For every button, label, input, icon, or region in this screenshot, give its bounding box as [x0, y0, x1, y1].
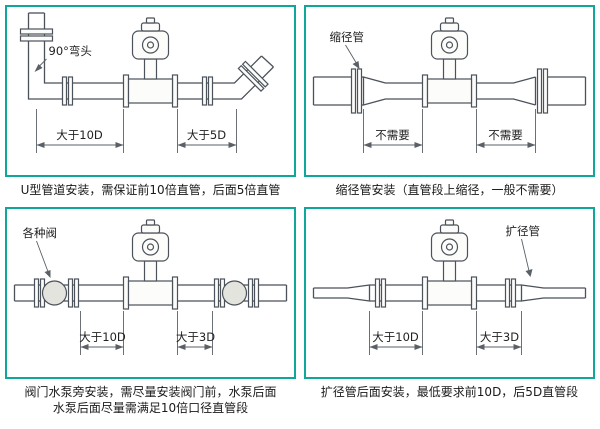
flange-pair	[504, 278, 517, 308]
flange-pair	[201, 76, 214, 106]
caption-line: 阀门水泵旁安装，需尽量安装阀门前，水泵后面	[24, 385, 277, 400]
panel-caption: 扩径管后面安装，最低要求前10D，后5D直管段	[306, 384, 593, 400]
callout-label: 各种阀	[23, 226, 58, 240]
flange-pair	[19, 28, 54, 42]
flange-pair	[237, 60, 269, 92]
panel-reducer: 缩径管 不需要	[304, 5, 595, 207]
dimension-right: 大于3D	[476, 311, 522, 356]
panel-caption: 阀门水泵旁安装，需尽量安装阀门前，水泵后面 水泵后面尽量需满足10倍口径直管段	[7, 384, 294, 416]
callout-label: 扩径管	[506, 224, 541, 238]
callout-valves: 各种阀	[23, 226, 58, 279]
leader-arrow-icon	[44, 270, 51, 279]
panel-caption: 缩径管安装（直管段上缩径，一般不需要）	[306, 182, 593, 198]
callout-reducer: 缩径管	[330, 30, 365, 69]
caption-line: 扩径管后面安装，最低要求前10D，后5D直管段	[320, 385, 579, 400]
dimension-label: 大于10D	[79, 330, 126, 344]
dimension-label: 大于5D	[187, 128, 226, 142]
pipe-drawing	[312, 68, 587, 114]
diagram-expander: 扩径管 大于10D	[312, 219, 587, 356]
leader-arrow-icon	[525, 269, 533, 278]
panel-box-u-pipe: 90°弯头 大于10D	[5, 5, 296, 177]
valve-left-icon	[33, 278, 80, 308]
callout-expander: 扩径管	[506, 224, 541, 278]
dimension-label: 大于10D	[56, 128, 103, 142]
flange-pair	[536, 68, 549, 114]
dimension-left: 大于10D	[36, 109, 124, 153]
dimension-label: 大于10D	[372, 330, 419, 344]
dimension-left: 大于10D	[79, 311, 126, 356]
figure-grid: 90°弯头 大于10D	[5, 5, 595, 426]
leader-arrow-icon	[352, 61, 360, 69]
diagram-valve-pump: 各种阀 大于10D	[13, 219, 288, 356]
dimension-right: 大于3D	[176, 311, 215, 356]
dimension-right: 大于5D	[177, 109, 237, 153]
panel-expander: 扩径管 大于10D	[304, 207, 595, 425]
panel-box-reducer: 缩径管 不需要	[304, 5, 595, 177]
panel-valve-pump: 各种阀 大于10D	[5, 207, 296, 425]
callout-label: 缩径管	[330, 30, 365, 44]
dimension-right: 不需要	[476, 109, 536, 153]
dimension-left: 大于10D	[369, 311, 423, 356]
dimension-label: 不需要	[375, 128, 410, 142]
flange-pair	[61, 76, 74, 106]
flange-pair	[350, 68, 363, 114]
panel-u-pipe: 90°弯头 大于10D	[5, 5, 296, 207]
dimension-left: 不需要	[363, 109, 423, 153]
diagram-reducer: 缩径管 不需要	[312, 17, 587, 153]
flow-meter-icon	[122, 219, 179, 310]
panel-box-expander: 扩径管 大于10D	[304, 207, 595, 380]
callout-90-elbow: 90°弯头	[34, 44, 92, 72]
diagram-u-pipe: 90°弯头 大于10D	[19, 12, 274, 153]
flow-meter-icon	[421, 17, 478, 108]
valve-right-icon	[213, 278, 260, 308]
flange-pair	[374, 278, 387, 308]
caption-line: 水泵后面尽量需满足10倍口径直管段	[52, 401, 249, 416]
callout-label: 90°弯头	[49, 44, 92, 58]
panel-box-valve-pump: 各种阀 大于10D	[5, 207, 296, 380]
caption-line: U型管道安装，需保证前10倍直管，后面5倍直管	[20, 183, 281, 197]
pipe-drawing	[19, 12, 274, 106]
dimension-label: 不需要	[488, 128, 523, 142]
flow-meter-icon	[421, 219, 478, 310]
panel-caption: U型管道安装，需保证前10倍直管，后面5倍直管	[7, 182, 294, 198]
dimension-label: 大于3D	[176, 330, 215, 344]
pipe-drawing	[312, 278, 587, 308]
dimension-label: 大于3D	[480, 330, 519, 344]
flow-meter-icon	[122, 17, 179, 108]
caption-line: 缩径管安装（直管段上缩径，一般不需要）	[335, 183, 564, 197]
leader-arrow-icon	[34, 64, 43, 72]
